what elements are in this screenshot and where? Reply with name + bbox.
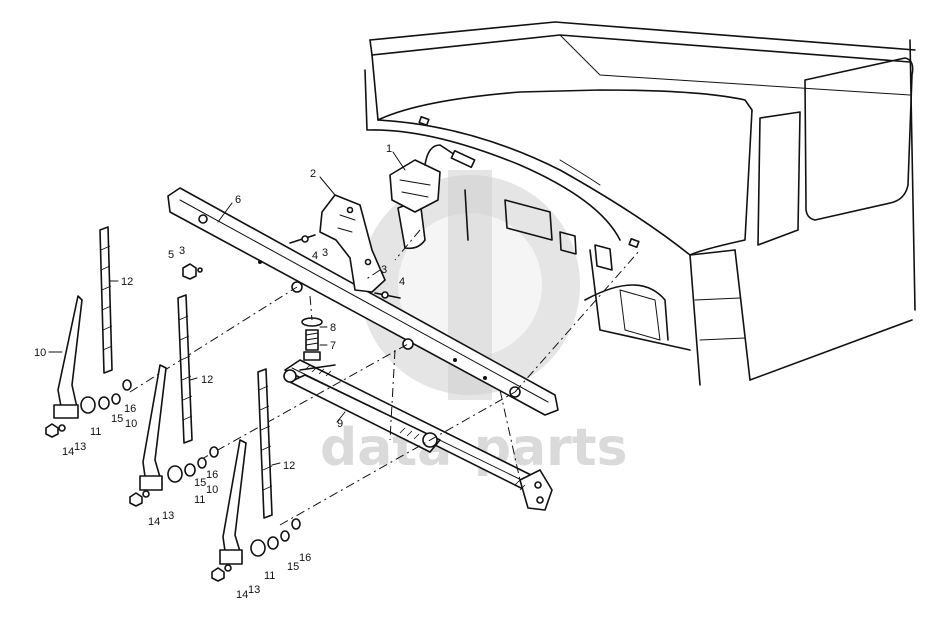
callout-13-left: 13 [74,441,86,453]
callout-3-upper: 3 [322,247,328,259]
callout-7: 7 [330,340,336,352]
callout-5: 5 [168,249,174,261]
callout-10-right: 10 [206,484,218,496]
wiper-arm-left [45,295,132,438]
bolts-upper [182,234,401,299]
wiper-motor [389,144,476,250]
wiper-blade-right [257,368,273,519]
pivot-bolt [301,317,323,361]
wiper-arm-right [211,439,301,582]
wiper-arm-middle [129,364,219,507]
callout-14-middle: 14 [148,516,160,528]
callout-11-right: 11 [264,570,275,582]
callout-14-right: 14 [236,589,248,601]
callout-10-left: 10 [34,347,46,359]
callout-10-middle: 10 [125,418,137,430]
callout-4-upper: 4 [312,250,318,262]
callout-16-middle: 16 [206,469,218,481]
callout-labels: 1 2 6 5 3 4 3 3 4 8 7 9 12 12 12 10 10 1… [34,143,405,601]
callout-9: 9 [337,418,343,430]
callout-15-right: 15 [287,561,299,573]
callout-4-lower: 4 [399,276,405,288]
callout-3-left: 3 [179,245,185,257]
callout-6: 6 [235,194,241,206]
callout-12-middle: 12 [201,374,213,386]
callout-13-right: 13 [248,584,260,596]
callout-13-middle: 13 [162,510,174,522]
callout-16-right: 16 [299,552,311,564]
wiper-blade-middle [177,294,193,444]
callout-8: 8 [330,322,336,334]
wiper-linkage [283,359,553,511]
callout-15-left: 15 [111,413,123,425]
callout-2: 2 [310,168,316,180]
callout-1: 1 [386,143,392,155]
truck-cab [364,21,916,386]
callout-3-lower: 3 [381,264,387,276]
leader-lines [48,151,406,466]
motor-bracket [319,194,386,293]
callout-16-left: 16 [124,403,136,415]
callout-12-left: 12 [121,276,133,288]
callout-12-right: 12 [283,460,295,472]
callout-14-left: 14 [62,446,74,458]
callout-11-left: 11 [90,426,101,438]
callout-15-middle: 15 [194,477,206,489]
callout-11-middle: 11 [194,494,205,506]
wiper-blade-left [99,226,113,374]
